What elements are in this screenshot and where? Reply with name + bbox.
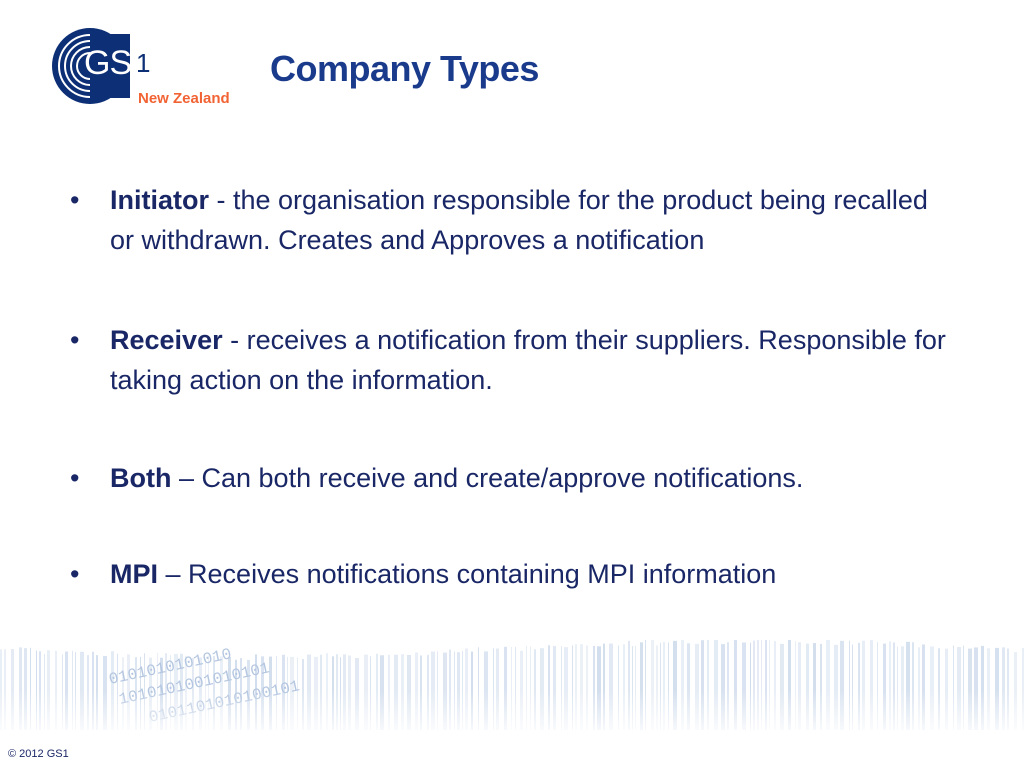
bullet-term: MPI <box>110 559 159 589</box>
logo-mark: GS <box>84 44 132 82</box>
bullet-dot-icon: • <box>70 325 80 355</box>
barcode-band-decoration: 0101010101010 1010101001010101 010110101… <box>0 640 1024 740</box>
bullet-term: Both <box>110 463 172 493</box>
gs1-logo: GS 1 New Zealand <box>50 24 250 114</box>
bullet-receiver: • Receiver - receives a notification fro… <box>70 320 950 400</box>
bullet-both: • Both – Can both receive and create/app… <box>70 458 950 498</box>
logo-country: New Zealand <box>138 90 230 107</box>
slide-title: Company Types <box>270 48 539 89</box>
bullet-term: Receiver <box>110 325 223 355</box>
bullet-dot-icon: • <box>70 185 80 215</box>
bullet-initiator: • Initiator - the organisation responsib… <box>70 180 950 260</box>
bullet-dot-icon: • <box>70 559 80 589</box>
gs1-rings-icon <box>52 28 130 104</box>
bullet-mpi: • MPI – Receives notifications containin… <box>70 554 950 594</box>
bullet-text: - the organisation responsible for the p… <box>110 185 928 255</box>
logo-mark-sup: 1 <box>136 48 151 78</box>
bullet-text: – Receives notifications containing MPI … <box>158 559 777 589</box>
bullet-text: – Can both receive and create/approve no… <box>171 463 804 493</box>
footer-copyright: © 2012 GS1 <box>8 748 69 760</box>
bullet-list: • Initiator - the organisation responsib… <box>70 180 950 654</box>
bullet-dot-icon: • <box>70 463 80 493</box>
bullet-term: Initiator <box>110 185 209 215</box>
bullet-text: - receives a notification from their sup… <box>110 325 946 395</box>
